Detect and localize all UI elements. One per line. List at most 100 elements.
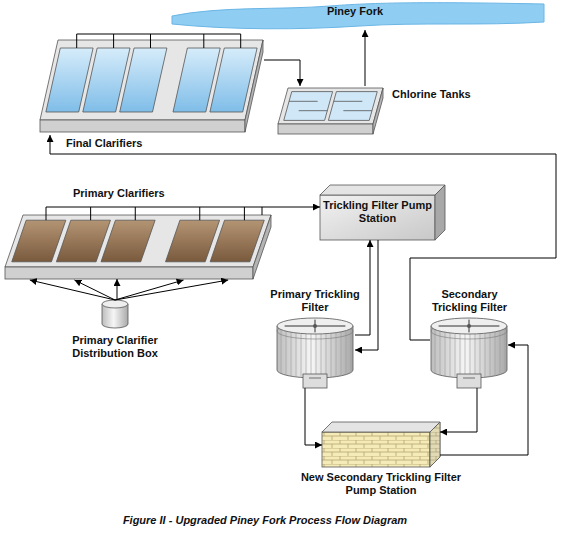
filter-slat — [331, 333, 332, 377]
flow-connector — [355, 240, 370, 335]
flow-connector — [365, 30, 366, 86]
filter-slat — [291, 332, 292, 376]
node-label: Piney Fork — [300, 5, 410, 18]
figure-caption: Figure II - Upgraded Piney Fork Process … — [40, 514, 490, 527]
node-label: Primary Clarifier Distribution Box — [56, 334, 174, 360]
box-front — [322, 432, 430, 467]
tank — [166, 220, 220, 262]
filter-slat — [445, 332, 446, 376]
trickling-filter: Primary Trickling Filter — [275, 318, 355, 388]
node-label: Final Clarifiers — [66, 137, 206, 150]
distributor-hub — [313, 324, 317, 328]
node-label: Chlorine Tanks — [392, 88, 492, 101]
underdrain-detail — [309, 378, 321, 379]
underdrain-box — [457, 374, 481, 388]
primary-clarifier-tanks — [5, 215, 271, 279]
filter-slat — [485, 333, 486, 377]
box-top — [320, 185, 445, 195]
collection-line — [46, 207, 47, 220]
filter-slat — [346, 331, 347, 375]
flow-connector — [264, 60, 300, 86]
filter-slat — [351, 329, 352, 373]
collection-line — [135, 207, 136, 220]
river — [172, 3, 544, 29]
filter-slat — [326, 334, 327, 378]
collection-line — [113, 34, 114, 48]
filter-slat — [286, 331, 287, 375]
collection-line — [46, 207, 262, 208]
box-side — [430, 422, 440, 467]
distribution-box: Primary Clarifier Distribution Box — [101, 300, 129, 330]
box-top — [322, 422, 440, 432]
secondary-trickling-filter — [431, 318, 507, 388]
clarifier-group: Primary Clarifiers — [5, 215, 271, 279]
underdrain-box — [303, 374, 327, 388]
filter-slat — [480, 334, 481, 378]
block-front — [278, 124, 373, 134]
filter-slat — [440, 331, 441, 375]
collection-line — [76, 34, 77, 48]
collection-line — [77, 34, 241, 35]
block-front — [5, 267, 253, 279]
baffle — [299, 110, 328, 111]
flow-connector — [440, 345, 528, 455]
chlorine-tank-block — [278, 88, 383, 134]
distribution-box-top — [102, 300, 128, 308]
distributor-hub — [467, 324, 471, 328]
box-side — [435, 185, 445, 240]
clarifier-group: Final Clarifiers — [38, 38, 264, 135]
filter-slat — [336, 333, 337, 377]
node-label: New Secondary Trickling Filter Pump Stat… — [296, 471, 466, 497]
block-top — [5, 215, 271, 267]
flow-connector — [440, 388, 477, 432]
node-label: Primary Trickling Filter — [270, 288, 360, 314]
filter-slat — [465, 334, 466, 378]
box-side — [430, 422, 440, 467]
tank — [210, 48, 257, 112]
filter-slat — [460, 334, 461, 378]
pump-station: Trickling Filter Pump Station — [320, 185, 457, 240]
filter-slat — [296, 333, 297, 377]
filter-slat — [470, 334, 471, 378]
filter-slat — [490, 333, 491, 377]
final-clarifier-tanks — [40, 40, 263, 132]
collection-line — [150, 34, 151, 48]
distribution-line — [115, 280, 228, 300]
block-top — [40, 40, 263, 120]
flow-connector — [50, 135, 556, 340]
collection-line — [199, 207, 200, 220]
flow-connector — [117, 279, 118, 300]
block-front — [40, 120, 245, 132]
node-label: Secondary Trickling Filter — [422, 288, 517, 314]
filter-slat — [301, 333, 302, 377]
filter-slat — [281, 330, 282, 374]
brick-pump-station — [322, 422, 440, 467]
filter-slat — [500, 331, 501, 375]
tank — [284, 92, 333, 121]
filter-slat — [505, 329, 506, 373]
tank — [56, 220, 110, 262]
filter-slat — [455, 333, 456, 377]
tank-group: Chlorine Tanks — [276, 86, 384, 134]
collection-line — [244, 207, 245, 220]
tank — [328, 92, 377, 121]
primary-trickling-filter — [277, 318, 353, 388]
filter-slat — [341, 332, 342, 376]
baffle — [289, 101, 318, 102]
filter-slat — [475, 334, 476, 378]
flow-connector — [262, 207, 320, 215]
filter-slat — [450, 333, 451, 377]
filter-slat — [495, 332, 496, 376]
distribution-line — [30, 280, 115, 300]
box-front — [320, 195, 435, 240]
pump-station: New Secondary Trickling Filter Pump Stat… — [322, 422, 440, 467]
tank — [101, 220, 155, 262]
node-label: Primary Clarifiers — [73, 187, 213, 200]
tank — [210, 220, 264, 262]
collection-line — [90, 207, 91, 220]
pump-station-box — [320, 185, 445, 240]
filter-slat — [306, 334, 307, 378]
